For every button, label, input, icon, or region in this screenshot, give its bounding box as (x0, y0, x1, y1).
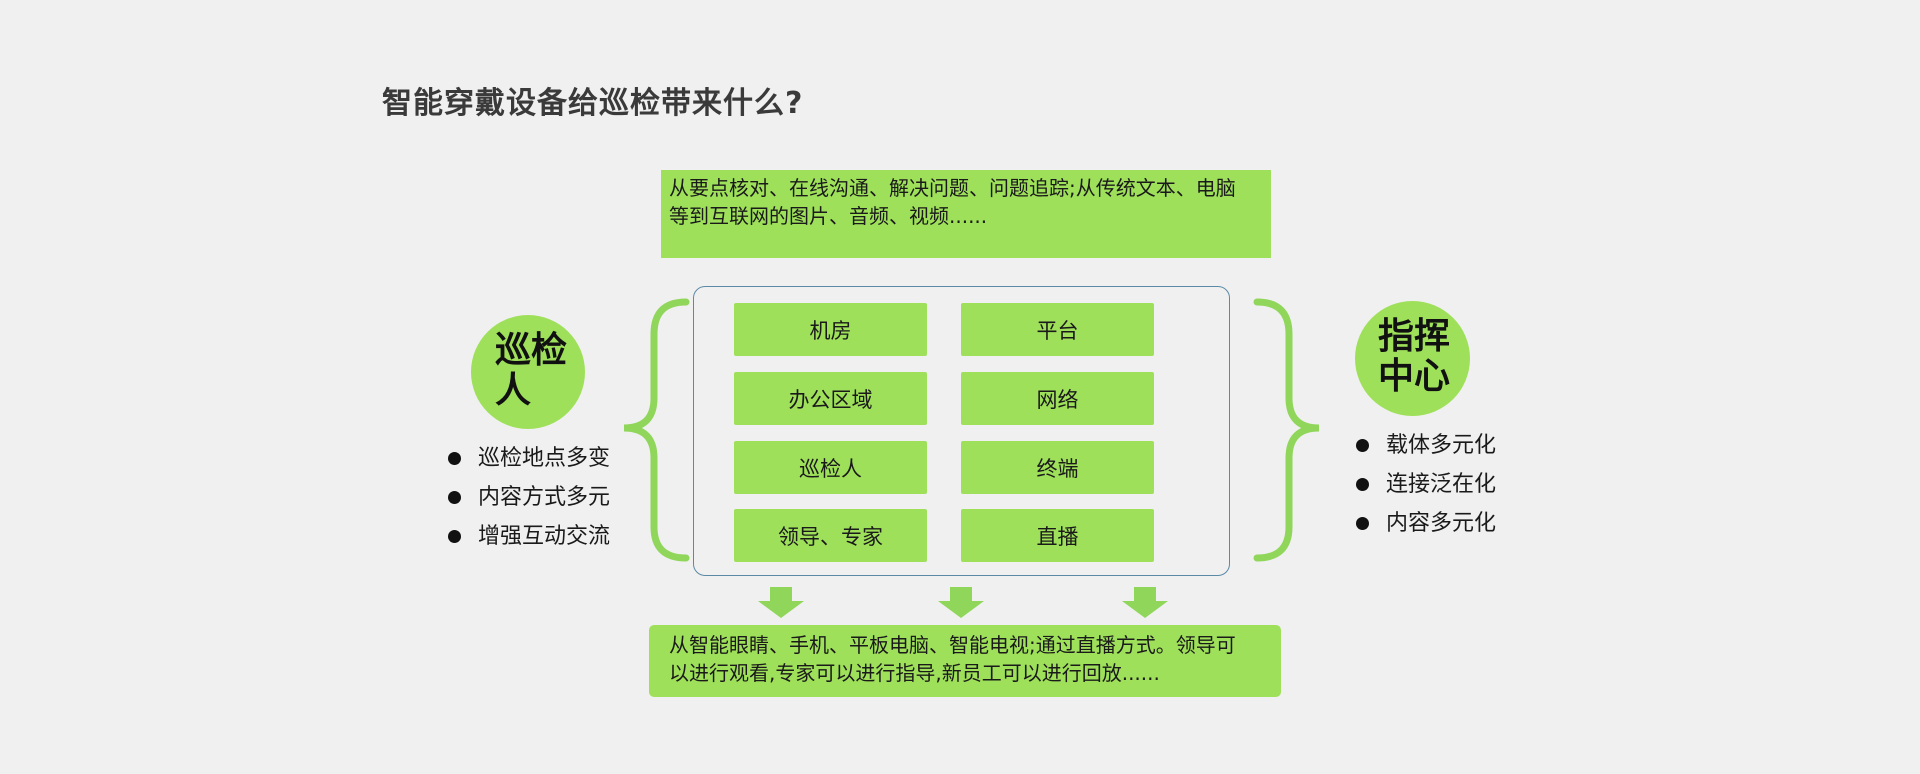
bottom-description-line-2: 以进行观看,专家可以进行指导,新员工可以进行回放...... (669, 661, 1160, 685)
bullet-dot-icon (1356, 439, 1369, 452)
command-center-circle-line-1: 指挥 (1378, 316, 1451, 357)
inspector-circle-line-1: 巡检 (495, 330, 568, 371)
inspector-circle-line-2: 人 (495, 370, 532, 411)
command-center-bullet-item: 载体多元化 (1356, 426, 1496, 465)
inspector-bullet-text: 内容方式多元 (478, 485, 611, 510)
command-center-circle: 指挥 中心 (1355, 301, 1470, 416)
inspector-bullet-list: 巡检地点多变 内容方式多元 增强互动交流 (448, 439, 610, 556)
slide-title: 智能穿戴设备给巡检带来什么? (382, 86, 804, 121)
bullet-dot-icon (448, 491, 461, 504)
inspector-bullet-text: 增强互动交流 (478, 524, 611, 549)
command-center-bullet-item: 连接泛在化 (1356, 465, 1496, 504)
bullet-dot-icon (448, 452, 461, 465)
grid-cell-left-4: 领导、专家 (734, 509, 927, 562)
grid-cell-right-1: 平台 (961, 303, 1154, 356)
inspector-circle: 巡检 人 (471, 315, 585, 429)
grid-cell-left-3: 巡检人 (734, 441, 927, 494)
grid-cell-left-2: 办公区域 (734, 372, 927, 425)
left-brace-icon (623, 298, 690, 562)
grid-cell-right-3: 终端 (961, 441, 1154, 494)
down-arrow-icon (938, 587, 984, 618)
command-center-bullet-item: 内容多元化 (1356, 504, 1496, 543)
inspector-bullet-text: 巡检地点多变 (478, 446, 611, 471)
top-description-line-2: 等到互联网的图片、音频、视频...... (669, 204, 988, 228)
inspector-bullet-item: 内容方式多元 (448, 478, 610, 517)
inspector-bullet-item: 巡检地点多变 (448, 439, 610, 478)
down-arrow-icon (1122, 587, 1168, 618)
inspector-bullet-item: 增强互动交流 (448, 517, 610, 556)
command-center-circle-line-2: 中心 (1378, 356, 1451, 397)
right-brace-icon (1253, 298, 1320, 562)
bullet-dot-icon (448, 530, 461, 543)
command-center-bullet-text: 连接泛在化 (1386, 472, 1497, 497)
grid-cell-right-4: 直播 (961, 509, 1154, 562)
bottom-description-line-1: 从智能眼睛、手机、平板电脑、智能电视;通过直播方式。领导可 (669, 633, 1236, 657)
scenario-frame (693, 286, 1230, 576)
command-center-bullet-list: 载体多元化 连接泛在化 内容多元化 (1356, 426, 1496, 543)
grid-cell-left-1: 机房 (734, 303, 927, 356)
bottom-description-box: 从智能眼睛、手机、平板电脑、智能电视;通过直播方式。领导可 以进行观看,专家可以… (649, 625, 1281, 697)
top-description-line-1: 从要点核对、在线沟通、解决问题、问题追踪;从传统文本、电脑 (669, 176, 1236, 200)
bullet-dot-icon (1356, 478, 1369, 491)
grid-cell-right-2: 网络 (961, 372, 1154, 425)
bullet-dot-icon (1356, 517, 1369, 530)
down-arrow-icon (758, 587, 804, 618)
command-center-bullet-text: 载体多元化 (1386, 433, 1497, 458)
command-center-bullet-text: 内容多元化 (1386, 511, 1497, 536)
top-description-box: 从要点核对、在线沟通、解决问题、问题追踪;从传统文本、电脑 等到互联网的图片、音… (661, 170, 1271, 258)
